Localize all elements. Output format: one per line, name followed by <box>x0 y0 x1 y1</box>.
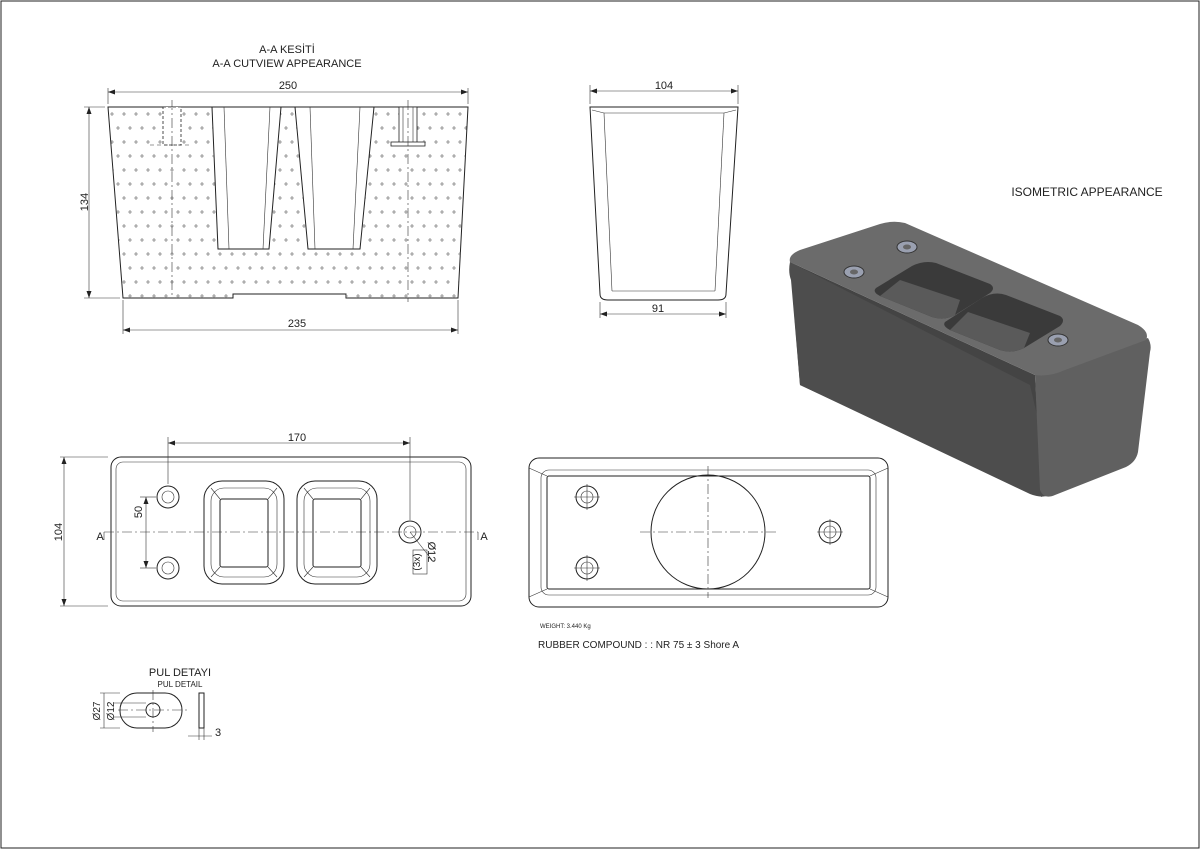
dim-side-bottom: 91 <box>652 303 664 315</box>
iso-front-face <box>789 262 1055 497</box>
dim-hole-qty: (3x) <box>412 553 423 570</box>
bottom-hole <box>574 555 600 581</box>
plan-hole <box>156 485 180 509</box>
dim-height: 134 <box>79 193 91 211</box>
plan-pocket-right <box>296 480 378 585</box>
bottom-hole <box>817 519 843 545</box>
dim-side-top: 104 <box>655 80 673 92</box>
plan-pocket-left <box>203 480 285 585</box>
section-mark-right: A <box>480 531 488 543</box>
washer-plan <box>119 692 183 729</box>
plan-view: A A 170 104 50 Ø12 (3x) <box>53 432 488 607</box>
dim-washer-thk: 3 <box>215 727 221 739</box>
isometric-view: ISOMETRIC APPEARANCE <box>789 185 1163 497</box>
section-mark-left: A <box>96 531 104 543</box>
iso-end-face <box>1035 338 1151 497</box>
dim-bottom-width: 235 <box>288 318 306 330</box>
compound-note: RUBBER COMPOUND : : NR 75 ± 3 Shore A <box>538 640 739 651</box>
dim-washer-inner: Ø12 <box>106 701 117 720</box>
weight-note: WEIGHT: 3.440 Kg <box>540 624 591 630</box>
bottom-hole <box>574 484 600 510</box>
bottom-view: WEIGHT: 3.440 Kg RUBBER COMPOUND : : NR … <box>528 457 889 651</box>
section-bolt-right <box>390 100 426 302</box>
side-view: 104 91 <box>589 80 739 318</box>
section-title-en: A-A CUTVIEW APPEARANCE <box>212 58 361 70</box>
isometric-title: ISOMETRIC APPEARANCE <box>1011 185 1162 199</box>
washer-detail: PUL DETAYI PUL DETAIL Ø27 Ø12 3 <box>92 667 221 740</box>
section-view-a-a: A-A KESİTİ A-A CUTVIEW APPEARANCE 25 <box>79 43 469 334</box>
washer-title-en: PUL DETAIL <box>158 680 203 689</box>
dim-hole-pitch: 50 <box>133 506 145 518</box>
washer-title-tr: PUL DETAYI <box>149 667 211 679</box>
dim-hole-dia: Ø12 <box>425 542 437 563</box>
dim-hole-spacing: 170 <box>288 432 306 444</box>
dim-washer-outer: Ø27 <box>92 701 103 720</box>
pocket-right <box>294 106 375 250</box>
dim-plan-depth: 104 <box>53 523 65 541</box>
washer-side <box>198 692 205 729</box>
section-title-tr: A-A KESİTİ <box>259 43 315 56</box>
plan-hole <box>156 556 180 580</box>
dim-top-width: 250 <box>279 80 297 92</box>
pocket-left <box>211 106 282 250</box>
section-bolt-left <box>150 100 190 298</box>
